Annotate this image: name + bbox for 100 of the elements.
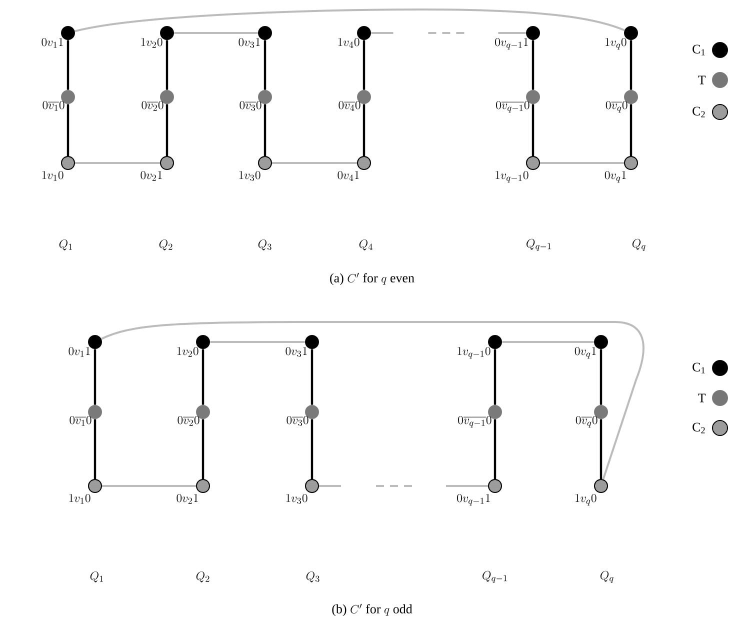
connector-line — [166, 40, 168, 90]
connector-line — [75, 162, 160, 164]
vertex-dot — [488, 335, 502, 349]
connector-line — [310, 349, 314, 405]
vertex-label: $0\overline{v_{3}}0$ — [240, 100, 262, 111]
connector-line — [600, 419, 602, 479]
caption: $\text{(a) }C'\text{ for }q\text{ even}$ — [330, 272, 414, 286]
column-label: $Q_{q-1}$ — [482, 570, 507, 583]
vertex-label: $0\overline{v_{2}}0$ — [142, 100, 164, 111]
legend-text: T — [698, 76, 706, 84]
vertex-dot — [196, 479, 210, 493]
vertex-dot — [305, 479, 319, 493]
vertex-label: $0\overline{v_{q}}0$ — [576, 416, 598, 428]
connector-line — [174, 32, 258, 34]
vertex-dot — [357, 26, 371, 40]
connector-line — [264, 104, 266, 156]
vertex-dot — [594, 335, 608, 349]
vertex-label: $0\overline{v_{4}}0$ — [338, 100, 360, 111]
vertex-label: $0v_{q}1$ — [574, 346, 596, 358]
vertex-dot — [258, 26, 272, 40]
legend-text: T — [698, 394, 706, 402]
vertex-label: $1v_{2}0$ — [177, 346, 198, 357]
connector-line — [166, 104, 168, 156]
connector-line — [66, 40, 70, 90]
connector-line — [202, 419, 204, 479]
caption: $\text{(b) }C'\text{ for }q\text{ odd}$ — [332, 604, 412, 616]
vertex-label: $0\overline{v_{2}}0$ — [178, 416, 200, 426]
legend-text: C$_{2}$ — [692, 422, 705, 434]
vertex-label: $1v_{4}0$ — [338, 38, 360, 48]
vertex-label: $1v_{1}0$ — [42, 170, 64, 181]
legend-text: C$_{2}$ — [692, 106, 705, 118]
vertex-label: $0\overline{v_{1}}0$ — [42, 100, 64, 111]
connector-line — [371, 32, 526, 34]
vertex-label: $1v_{3}0$ — [286, 494, 308, 504]
connector-line — [310, 419, 314, 479]
vertex-label: $1v_{2}0$ — [141, 38, 162, 48]
connector-line — [101, 321, 644, 480]
vertex-dot — [526, 26, 540, 40]
vertex-dot — [594, 479, 608, 493]
column-label: $Q_{3}$ — [306, 572, 320, 582]
vertex-label: $0v_{3}1$ — [238, 38, 260, 48]
connector-line — [362, 104, 366, 156]
column-label: $Q_{2}$ — [159, 239, 172, 250]
connector-line — [210, 341, 305, 343]
vertex-dot — [196, 335, 210, 349]
connector-line — [532, 104, 534, 156]
column-label: $Q_{2}$ — [196, 572, 210, 582]
connector-line — [66, 104, 70, 156]
vertex-label: $0v_{q}1$ — [604, 170, 626, 182]
connector-line — [630, 40, 632, 90]
vertex-label: $1v_{q-1}0$ — [496, 170, 528, 182]
column-label: $Q_{q-1}$ — [526, 238, 551, 251]
connector-line — [532, 40, 534, 90]
connector-line — [272, 162, 357, 164]
vertex-dot — [488, 479, 502, 493]
vertex-label: $0v_{3}1$ — [286, 346, 307, 357]
column-label: $Q_{3}$ — [258, 239, 272, 250]
vertex-label: $1v_{q}0$ — [576, 494, 596, 506]
vertex-dot — [61, 156, 75, 170]
vertex-label: $0\overline{v_{1}}0$ — [70, 416, 92, 426]
vertex-label: $1v_{q}0$ — [606, 38, 626, 50]
vertex-label: $0v_{q-1}1$ — [495, 38, 528, 50]
vertex-dot — [160, 26, 174, 40]
vertex-label: $0\overline{v_{3}}0$ — [286, 416, 308, 426]
column-label: $Q_{q}$ — [632, 238, 646, 251]
connector-line — [494, 419, 496, 479]
column-label: $Q_{4}$ — [359, 239, 372, 250]
vertex-label: $0v_{4}1$ — [338, 170, 359, 181]
vertex-label: $0v_{1}1$ — [68, 346, 90, 357]
connector-line — [102, 485, 196, 487]
vertex-label: $0v_{2}1$ — [176, 494, 198, 504]
vertex-dot — [624, 26, 638, 40]
column-label: $Q_{1}$ — [90, 572, 103, 582]
connector-line — [264, 40, 266, 90]
vertex-dot — [305, 335, 319, 349]
connector-line — [362, 40, 366, 90]
legend-text: C$_{1}$ — [692, 362, 705, 374]
vertex-dot — [624, 156, 638, 170]
vertex-label: $1v_{3}0$ — [239, 170, 260, 181]
connector-line — [502, 341, 594, 343]
legend-text: C$_{1}$ — [692, 44, 705, 56]
connector-line — [319, 485, 488, 487]
vertex-dot — [88, 335, 102, 349]
connector-line — [74, 8, 625, 32]
connector-line — [630, 104, 632, 156]
connector-line — [540, 162, 624, 164]
vertex-label: $1v_{q-1}0$ — [458, 346, 490, 358]
vertex-dot — [357, 156, 371, 170]
connector-line — [494, 349, 496, 405]
connector-line — [600, 349, 602, 405]
vertex-dot — [160, 156, 174, 170]
connector-line — [94, 419, 96, 479]
column-label: $Q_{1}$ — [59, 239, 72, 250]
column-label: $Q_{q}$ — [600, 570, 614, 583]
vertex-dot — [88, 479, 102, 493]
vertex-label: $0\overline{v_{q-1}}0$ — [458, 416, 492, 428]
connector-line — [94, 349, 96, 405]
vertex-label: $1v_{1}0$ — [69, 494, 90, 504]
vertex-label: $0v_{1}1$ — [42, 38, 63, 48]
vertex-label: $0\overline{v_{q}}0$ — [606, 100, 628, 112]
